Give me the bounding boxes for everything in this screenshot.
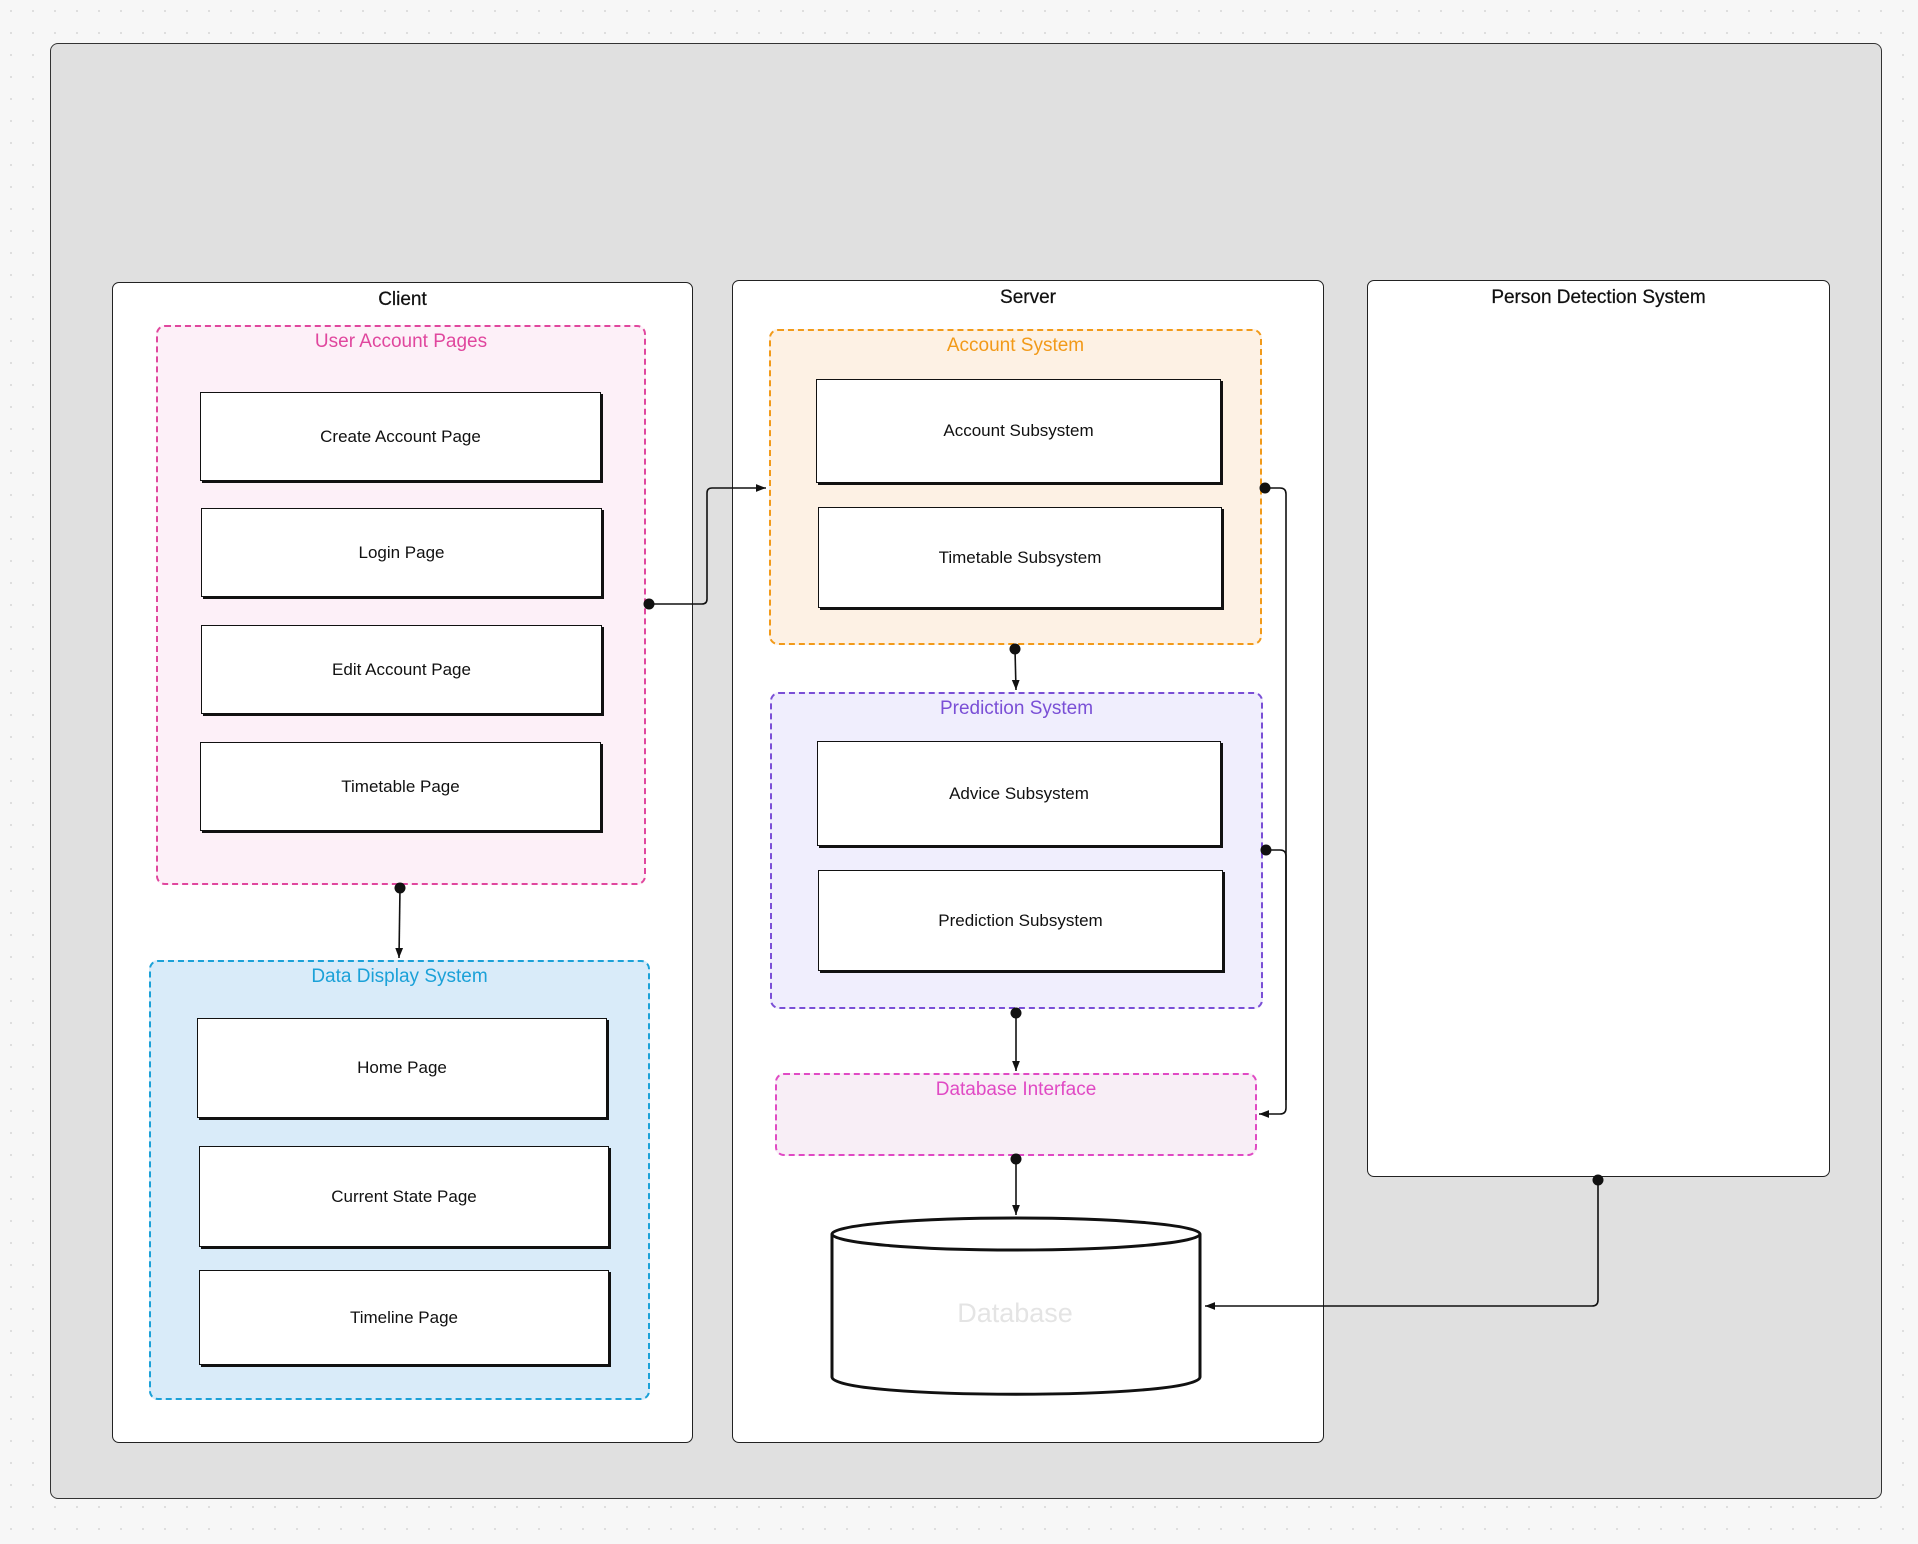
prediction-system-title: Prediction System <box>939 698 1094 719</box>
edit-account-page-box[interactable]: Edit Account Page <box>201 625 602 714</box>
home-page-box[interactable]: Home Page <box>197 1018 607 1118</box>
current-state-page-box[interactable]: Current State Page <box>199 1146 609 1247</box>
database-interface-title: Database Interface <box>935 1079 1097 1100</box>
account-system-title: Account System <box>946 335 1085 356</box>
timetable-page-box[interactable]: Timetable Page <box>200 742 601 831</box>
database-label: Database <box>957 1298 1073 1328</box>
timetable-subsystem-box[interactable]: Timetable Subsystem <box>818 507 1222 608</box>
user-account-pages-title: User Account Pages <box>314 331 488 352</box>
create-account-page-box[interactable]: Create Account Page <box>200 392 601 481</box>
person-detection-panel[interactable]: Person Detection System <box>1367 280 1830 1177</box>
client-title: Client <box>378 289 427 310</box>
timeline-page-box[interactable]: Timeline Page <box>199 1270 609 1365</box>
login-page-box[interactable]: Login Page <box>201 508 602 597</box>
data-display-system-title: Data Display System <box>311 966 488 987</box>
server-title: Server <box>1000 287 1056 308</box>
database-interface-group[interactable]: Database Interface <box>775 1073 1257 1156</box>
advice-subsystem-box[interactable]: Advice Subsystem <box>817 741 1221 846</box>
prediction-subsystem-box[interactable]: Prediction Subsystem <box>818 870 1223 971</box>
person-detection-title: Person Detection System <box>1491 287 1706 308</box>
account-subsystem-box[interactable]: Account Subsystem <box>816 379 1221 483</box>
